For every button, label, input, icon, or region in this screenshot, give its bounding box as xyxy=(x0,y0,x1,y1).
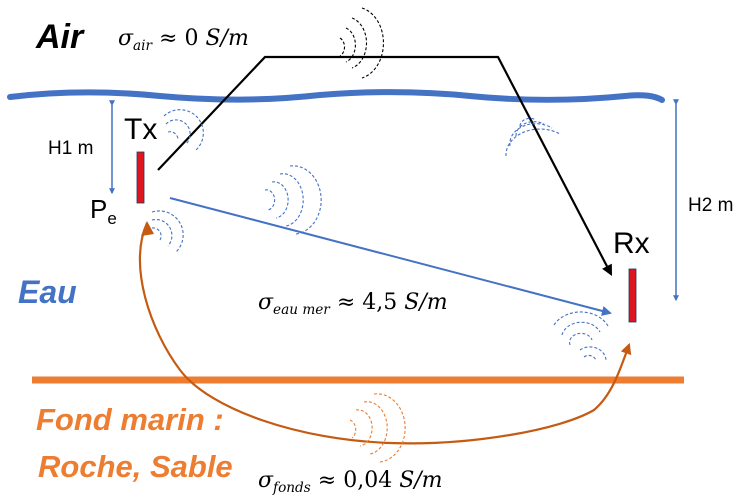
tx-wave-arcs xyxy=(151,109,204,253)
emit-point-label: Pe xyxy=(90,194,117,229)
transmitter-antenna xyxy=(136,151,145,204)
receiver-antenna xyxy=(628,268,637,323)
seabed-medium-label-line1: Fond marin : xyxy=(36,402,224,437)
seabed-wave-arcs xyxy=(349,393,406,463)
seabed-path-start-arrowhead xyxy=(141,221,154,236)
water-medium-label: Eau xyxy=(18,274,77,310)
rx-wave-arcs xyxy=(553,311,609,361)
h2-depth-label: H2 m xyxy=(688,195,734,216)
h1-depth-label: H1 m xyxy=(48,138,94,159)
receiver-label: Rx xyxy=(613,227,650,260)
water-wave-arcs xyxy=(264,165,322,235)
water-direct-path-arrow xyxy=(169,197,612,316)
air-medium-label: Air xyxy=(36,18,84,56)
seabed-medium-label-line2: Roche, Sable xyxy=(38,449,233,484)
air-conductivity-formula: σair ≈ 0 S/m xyxy=(118,26,249,54)
seabed-path-arrow xyxy=(138,222,632,445)
air-wave-arcs xyxy=(339,7,384,79)
water-conductivity-formula: σeau mer ≈ 4,5 S/m xyxy=(258,290,448,318)
transmitter-label: Tx xyxy=(124,113,158,146)
water-surface-line xyxy=(7,89,665,103)
surface-wave-arcs xyxy=(505,117,561,157)
seabed-conductivity-formula: σfonds ≈ 0,04 S/m xyxy=(258,468,443,496)
